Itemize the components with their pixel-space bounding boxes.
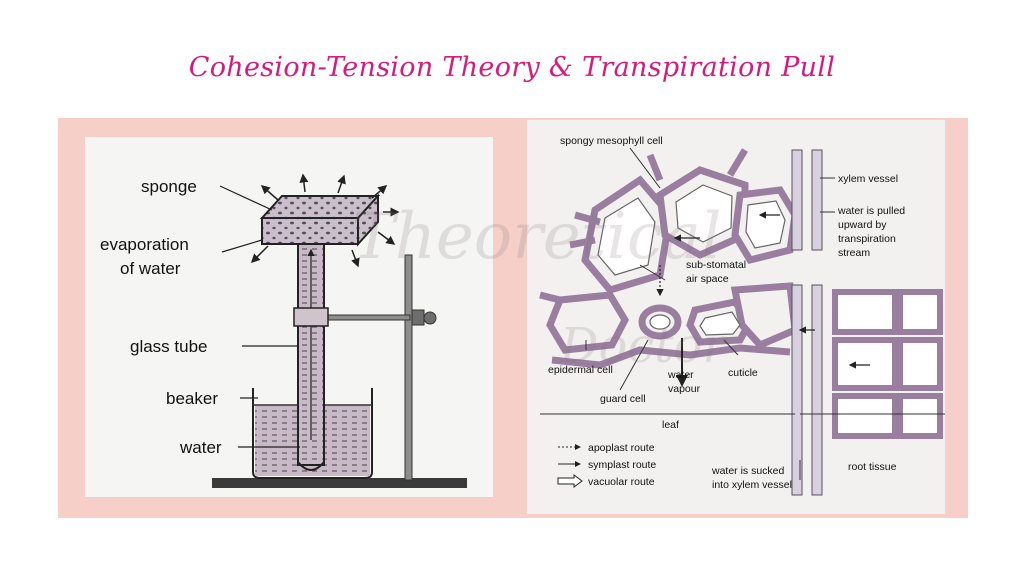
label-pulled-4: stream: [838, 247, 870, 259]
label-epidermal: epidermal cell: [548, 364, 613, 376]
label-cuticle: cuticle: [728, 367, 758, 379]
label-water: water: [179, 438, 222, 457]
label-substomatal-1: sub-stomatal: [686, 259, 746, 271]
label-beaker: beaker: [166, 389, 218, 408]
legend-symplast: symplast route: [588, 459, 656, 471]
evaporation-arrows: [250, 173, 400, 268]
legend-apoplast: apoplast route: [588, 442, 655, 454]
label-pulled-2: upward by: [838, 219, 887, 231]
legend-hollow-arrow: [557, 474, 583, 488]
label-water-vapour-1: water: [667, 369, 694, 381]
clamp-knob: [423, 311, 437, 325]
label-sucked-1: water is sucked: [711, 465, 785, 477]
label-sponge: sponge: [141, 177, 197, 196]
label-pulled-1: water is pulled: [837, 205, 905, 217]
stand-base: [212, 478, 467, 488]
xylem-vessel-root: [791, 284, 823, 496]
label-glass-tube: glass tube: [130, 337, 208, 356]
leaf-root-cross-section: spongy mesophyll cell xylem vessel water…: [539, 135, 945, 496]
label-guard-cell: guard cell: [600, 393, 646, 405]
label-spongy-mesophyll: spongy mesophyll cell: [560, 135, 663, 147]
stand-rod: [404, 254, 413, 481]
label-water-vapour-2: vapour: [668, 383, 701, 395]
label-pulled-3: transpiration: [838, 233, 896, 245]
label-evaporation-2: of water: [120, 259, 181, 278]
page-title: Cohesion-Tension Theory & Transpiration …: [188, 52, 836, 83]
sponge: [259, 193, 381, 247]
legend-vacuolar: vacuolar route: [588, 476, 655, 488]
mesophyll-cells: [546, 166, 799, 354]
label-leaf: leaf: [662, 419, 679, 431]
root-cells: [832, 289, 943, 439]
label-sucked-2: into xylem vessel: [712, 479, 792, 491]
label-substomatal-2: air space: [686, 273, 729, 285]
right-pointer-lines: [540, 147, 945, 480]
sponge-apparatus: sponge evaporation of water glass tube b…: [100, 173, 467, 488]
clamp-screw: [411, 309, 425, 326]
label-xylem-vessel: xylem vessel: [838, 173, 898, 185]
label-root-tissue: root tissue: [848, 461, 897, 473]
route-legend: apoplast route symplast route vacuolar r…: [557, 442, 656, 488]
beaker: [252, 388, 373, 479]
label-evaporation-1: evaporation: [100, 235, 189, 254]
left-pointer-lines: [219, 185, 300, 448]
xylem-vessel-top: [791, 149, 823, 251]
